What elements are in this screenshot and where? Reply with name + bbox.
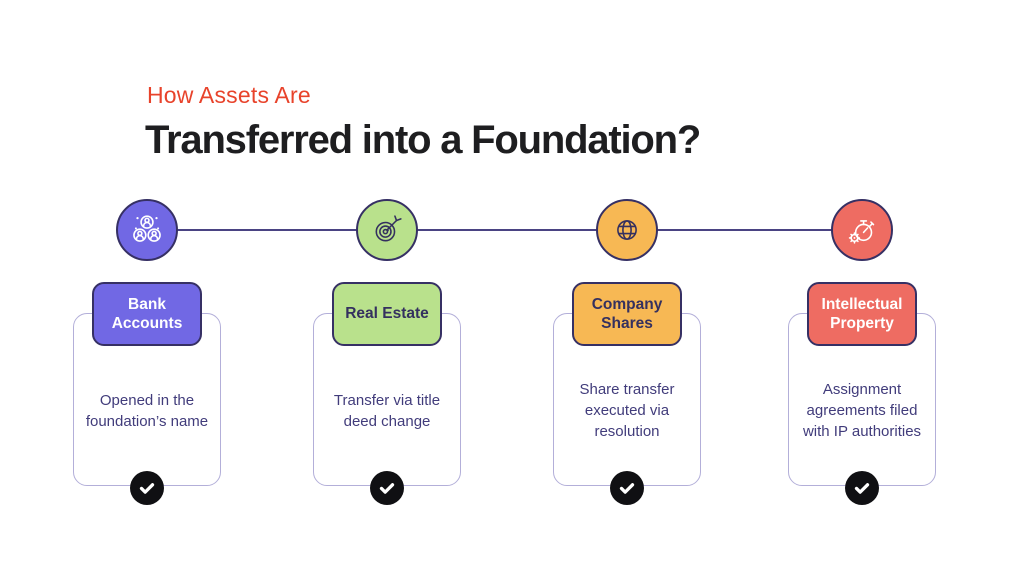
label-card: Real Estate [332,282,442,346]
globe-icon [596,199,658,261]
check-icon [845,471,879,505]
users-group-icon [116,199,178,261]
column-real-estate: Transfer via title deed change Real Esta… [307,199,467,529]
connector-line [147,229,862,231]
check-icon [610,471,644,505]
label-card: Intellectual Property [807,282,917,346]
column-bank-accounts: Opened in the foundation’s name Bank Acc… [67,199,227,529]
target-dart-icon [356,199,418,261]
page-eyebrow: How Assets Are [147,82,311,108]
label-card: Company Shares [572,282,682,346]
check-icon [370,471,404,505]
description-text: Transfer via title deed change [333,391,441,430]
stopwatch-gear-icon [831,199,893,261]
page-title: Transferred into a Foundation? [145,118,701,162]
description-text: Opened in the foundation’s name [85,391,209,430]
label-card: Bank Accounts [92,282,202,346]
description-text: Assignment agreements filed with IP auth… [802,381,922,440]
description-text: Share transfer executed via resolution [579,381,675,440]
column-company-shares: Share transfer executed via resolution C… [547,199,707,529]
column-intellectual-property: Assignment agreements filed with IP auth… [782,199,942,529]
check-icon [130,471,164,505]
